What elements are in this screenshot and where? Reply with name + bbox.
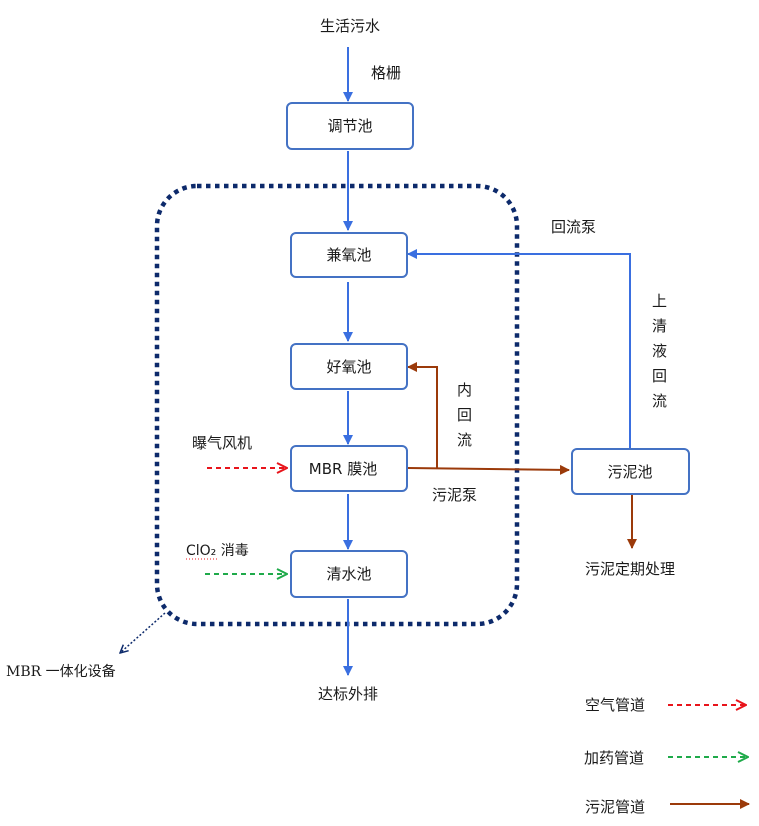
- svg-text:流: 流: [652, 392, 667, 410]
- legend-item-sludge: 污泥管道: [585, 798, 750, 816]
- sludge-pump-label: 污泥泵: [432, 486, 477, 504]
- node-mbr: MBR 膜池: [290, 445, 408, 492]
- node-qingshui: 清水池: [290, 550, 408, 598]
- legend: 空气管道 加药管道 污泥管道: [584, 696, 750, 816]
- discharge-label: 达标外排: [318, 685, 378, 703]
- legend-item-chem: 加药管道: [584, 749, 748, 767]
- mbr-device-boundary: [154, 183, 520, 627]
- sludge-mbr-to-wuni: [407, 464, 570, 475]
- sludge-disposal-label: 污泥定期处理: [585, 560, 675, 578]
- svg-text:液: 液: [652, 342, 667, 360]
- svg-text:回: 回: [457, 406, 472, 424]
- svg-text:上: 上: [652, 292, 667, 310]
- node-tiaojie: 调节池: [286, 102, 414, 150]
- svg-text:内: 内: [457, 381, 472, 399]
- mbr-device-pointer: [120, 612, 166, 653]
- svg-text:回: 回: [652, 367, 667, 385]
- source-label: 生活污水: [320, 17, 380, 35]
- svg-text:清: 清: [652, 317, 667, 335]
- node-wuni-label: 污泥池: [607, 463, 652, 481]
- grid-label: 格栅: [371, 64, 401, 82]
- node-haoyang-label: 好氧池: [326, 358, 371, 376]
- mbr-device-label: MBR 一体化设备: [6, 663, 116, 680]
- return-pump-label: 回流泵: [551, 218, 596, 236]
- node-tiaojie-label: 调节池: [327, 117, 372, 135]
- disinfect-label: ClO₂ 消毒: [186, 543, 249, 559]
- internal-reflux-label: 内 回 流: [457, 381, 472, 449]
- node-jianyang: 兼氧池: [290, 232, 408, 278]
- node-wuni: 污泥池: [571, 448, 690, 495]
- legend-air-label: 空气管道: [585, 696, 645, 714]
- legend-sludge-label: 污泥管道: [585, 798, 645, 816]
- legend-chem-label: 加药管道: [584, 749, 644, 767]
- svg-text:流: 流: [457, 431, 472, 449]
- blower-label: 曝气风机: [192, 434, 252, 452]
- flow-supernatant-return: [407, 249, 631, 449]
- node-jianyang-label: 兼氧池: [326, 246, 371, 264]
- node-haoyang: 好氧池: [290, 343, 408, 390]
- node-qingshui-label: 清水池: [326, 565, 371, 583]
- sludge-internal-reflux: [407, 362, 438, 468]
- supernatant-return-label: 上 清 液 回 流: [652, 292, 667, 410]
- legend-item-air: 空气管道: [585, 696, 746, 714]
- node-mbr-label: MBR 膜池: [309, 460, 377, 478]
